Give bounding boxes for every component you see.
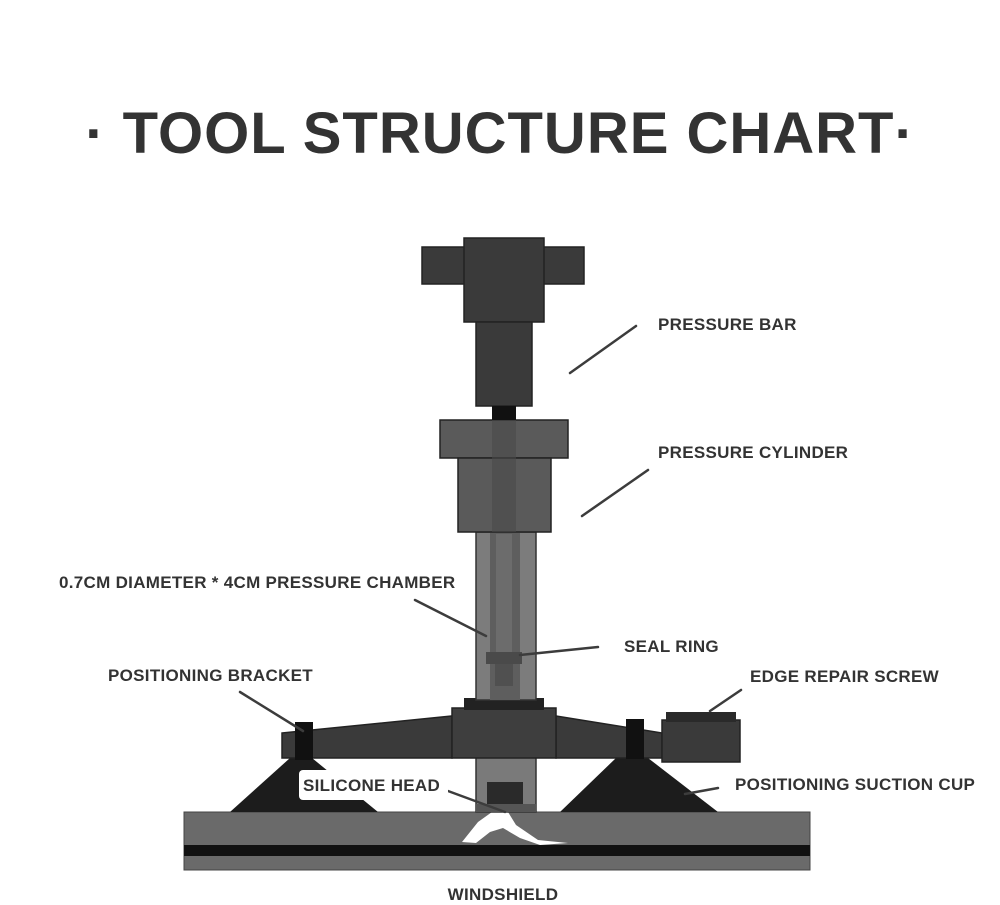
pressure-bar xyxy=(421,237,585,420)
leader-silicone-head xyxy=(446,789,507,814)
leader-pressure-bar xyxy=(568,324,638,375)
label-seal-ring: SEAL RING xyxy=(624,637,719,656)
label-edge-repair-screw: EDGE REPAIR SCREW xyxy=(750,667,940,686)
positioning-suction-cup-right xyxy=(560,758,718,812)
label-silicone-head: SILICONE HEAD xyxy=(303,776,440,795)
page-title: · TOOL STRUCTURE CHART· xyxy=(85,101,915,166)
label-pressure-chamber: 0.7CM DIAMETER * 4CM PRESSURE CHAMBER xyxy=(59,573,455,592)
silicone-head-label-bg xyxy=(299,770,448,800)
label-positioning-suction-cup: POSITIONING SUCTION CUP xyxy=(735,775,975,794)
leader-edge-repair-screw xyxy=(708,688,743,713)
silicone-head-assembly xyxy=(475,751,537,813)
seal-ring xyxy=(486,652,522,686)
leader-positioning-suction-cup xyxy=(683,786,720,796)
label-pressure-bar: PRESSURE BAR xyxy=(658,315,797,334)
leader-pressure-chamber xyxy=(413,598,488,638)
windshield xyxy=(183,811,811,871)
label-windshield: WINDSHIELD xyxy=(448,885,559,904)
label-pressure-cylinder: PRESSURE CYLINDER xyxy=(658,443,848,462)
edge-repair-screw xyxy=(661,712,741,763)
leader-seal-ring xyxy=(518,645,600,657)
leader-pressure-cylinder xyxy=(580,468,650,518)
leader-positioning-bracket xyxy=(238,690,305,733)
label-positioning-bracket: POSITIONING BRACKET xyxy=(108,666,313,685)
crack-mark xyxy=(462,812,568,845)
positioning-bracket xyxy=(281,698,663,760)
pressure-cylinder xyxy=(439,419,569,533)
